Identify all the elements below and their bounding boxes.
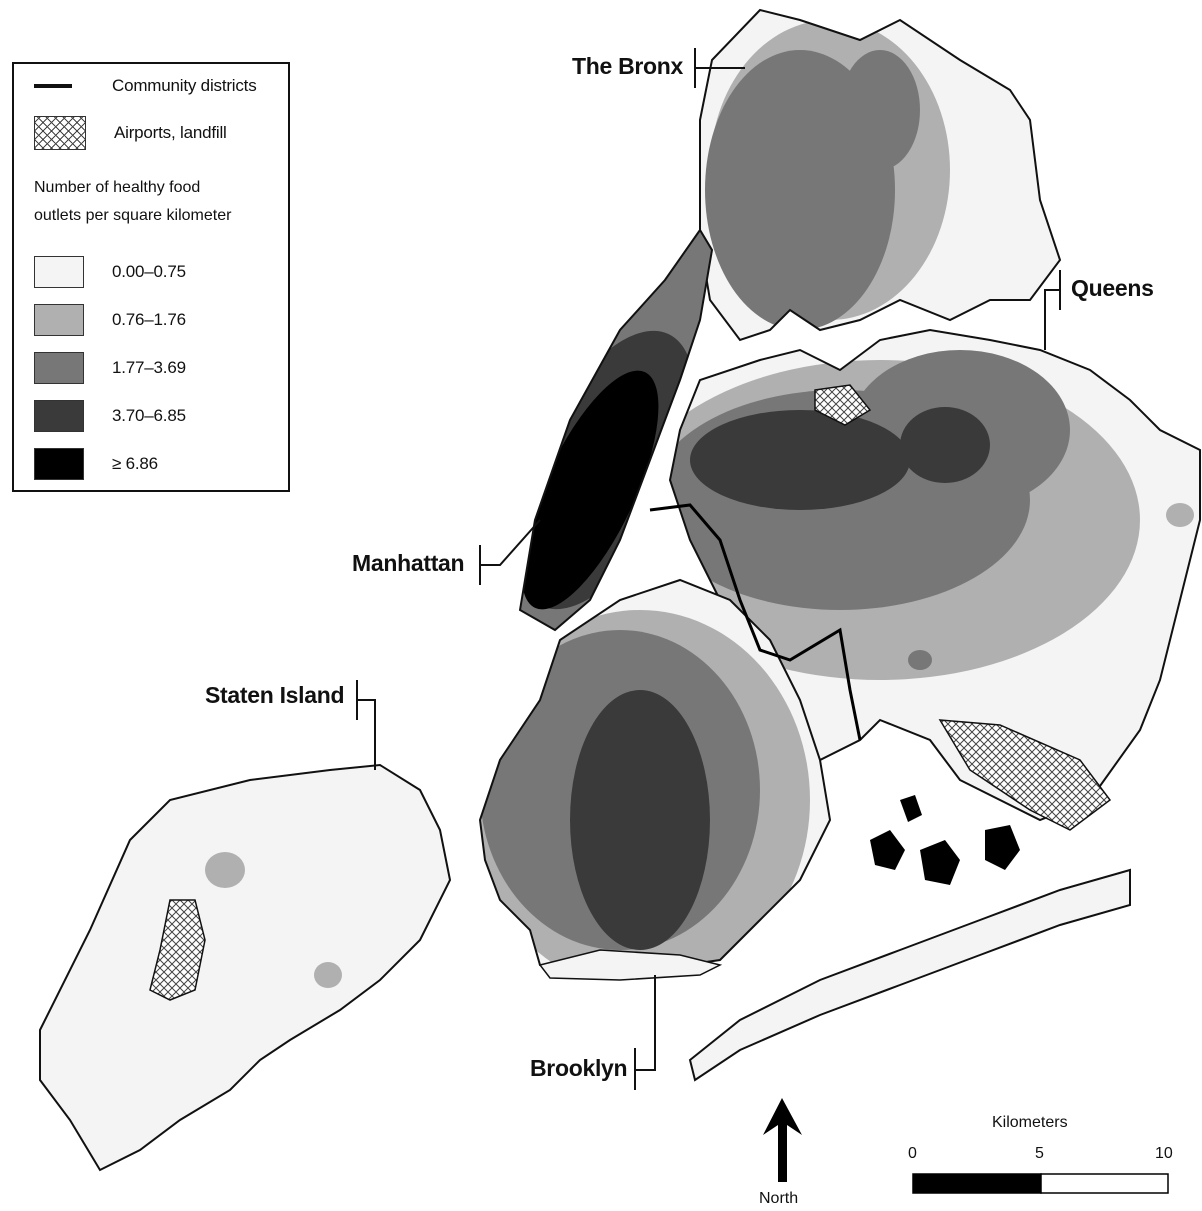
legend-class-label: ≥ 6.86 — [112, 454, 158, 473]
scale-title: Kilometers — [992, 1114, 1068, 1131]
legend-heading: Number of healthy food outlets per squar… — [34, 174, 284, 230]
legend-class-row: 3.70–6.85 — [34, 400, 186, 432]
label-manhattan: Manhattan — [352, 550, 465, 576]
scale-tick-5: 5 — [1035, 1145, 1044, 1162]
scale-tick-10: 10 — [1155, 1145, 1173, 1162]
airport-laguardia — [814, 384, 872, 426]
label-staten-island: Staten Island — [205, 682, 345, 708]
legend-class-row: 1.77–3.69 — [34, 352, 186, 384]
scale-bar — [912, 1173, 1169, 1194]
district-line-icon — [34, 84, 72, 88]
legend-heading-line2: outlets per square kilometer — [34, 207, 232, 224]
hatch-pattern-icon — [34, 116, 86, 150]
legend-row-districts: Community districts — [34, 76, 257, 96]
legend-class-row: 0.76–1.76 — [34, 304, 186, 336]
landfill-fresh-kills — [149, 899, 206, 1001]
legend: Community districts Airports, landfill N… — [12, 62, 290, 492]
legend-class-row: 0.00–0.75 — [34, 256, 186, 288]
legend-swatch — [34, 400, 84, 432]
legend-class-label: 3.70–6.85 — [112, 406, 186, 425]
legend-heading-line1: Number of healthy food — [34, 179, 201, 196]
label-brooklyn: Brooklyn — [530, 1055, 628, 1081]
legend-districts-label: Community districts — [112, 76, 257, 95]
legend-swatch — [34, 448, 84, 480]
legend-swatch — [34, 352, 84, 384]
airport-jfk — [938, 719, 1112, 831]
legend-swatch — [34, 256, 84, 288]
legend-class-label: 0.76–1.76 — [112, 310, 186, 329]
label-queens: Queens — [1071, 275, 1154, 301]
legend-airports-label: Airports, landfill — [114, 123, 227, 142]
legend-class-label: 0.00–0.75 — [112, 262, 186, 281]
legend-swatch — [34, 304, 84, 336]
legend-class-label: 1.77–3.69 — [112, 358, 186, 377]
north-arrow-icon — [763, 1098, 802, 1182]
label-bronx: The Bronx — [572, 53, 684, 79]
legend-row-airports: Airports, landfill — [34, 116, 227, 150]
north-label: North — [759, 1190, 799, 1207]
scale-tick-0: 0 — [908, 1145, 917, 1162]
legend-class-row: ≥ 6.86 — [34, 448, 158, 480]
